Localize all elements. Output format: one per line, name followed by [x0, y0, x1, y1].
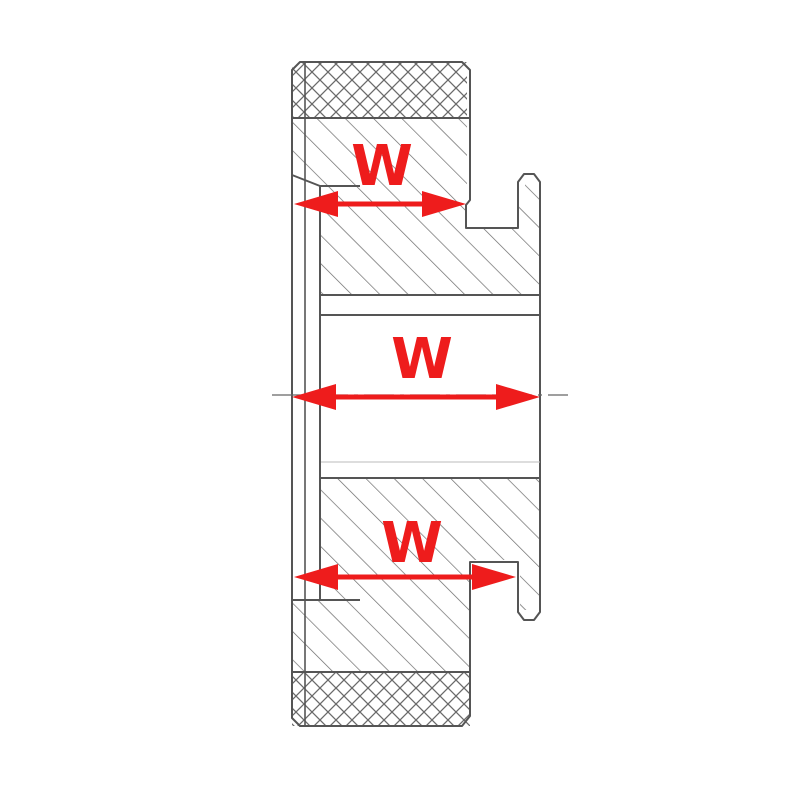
dimension-arrow-top-head-left [294, 191, 338, 217]
width-label-bottom: W [381, 511, 443, 576]
dimension-arrow-top [294, 191, 466, 217]
knurl-top [292, 62, 467, 118]
dimension-arrow-middle-head-left [292, 384, 336, 410]
dimension-arrow-bottom-head-left [294, 564, 338, 590]
width-label-top: W [351, 134, 413, 199]
dimension-arrow-bottom-head-right [472, 564, 516, 590]
width-label-middle: W [391, 327, 453, 392]
dimension-arrow-middle [292, 384, 540, 410]
dimension-arrows [292, 191, 540, 590]
dimension-arrow-middle-head-right [496, 384, 540, 410]
dimension-arrow-top-head-right [422, 191, 466, 217]
dimension-arrow-bottom [294, 564, 516, 590]
knurl-bottom [292, 672, 470, 726]
